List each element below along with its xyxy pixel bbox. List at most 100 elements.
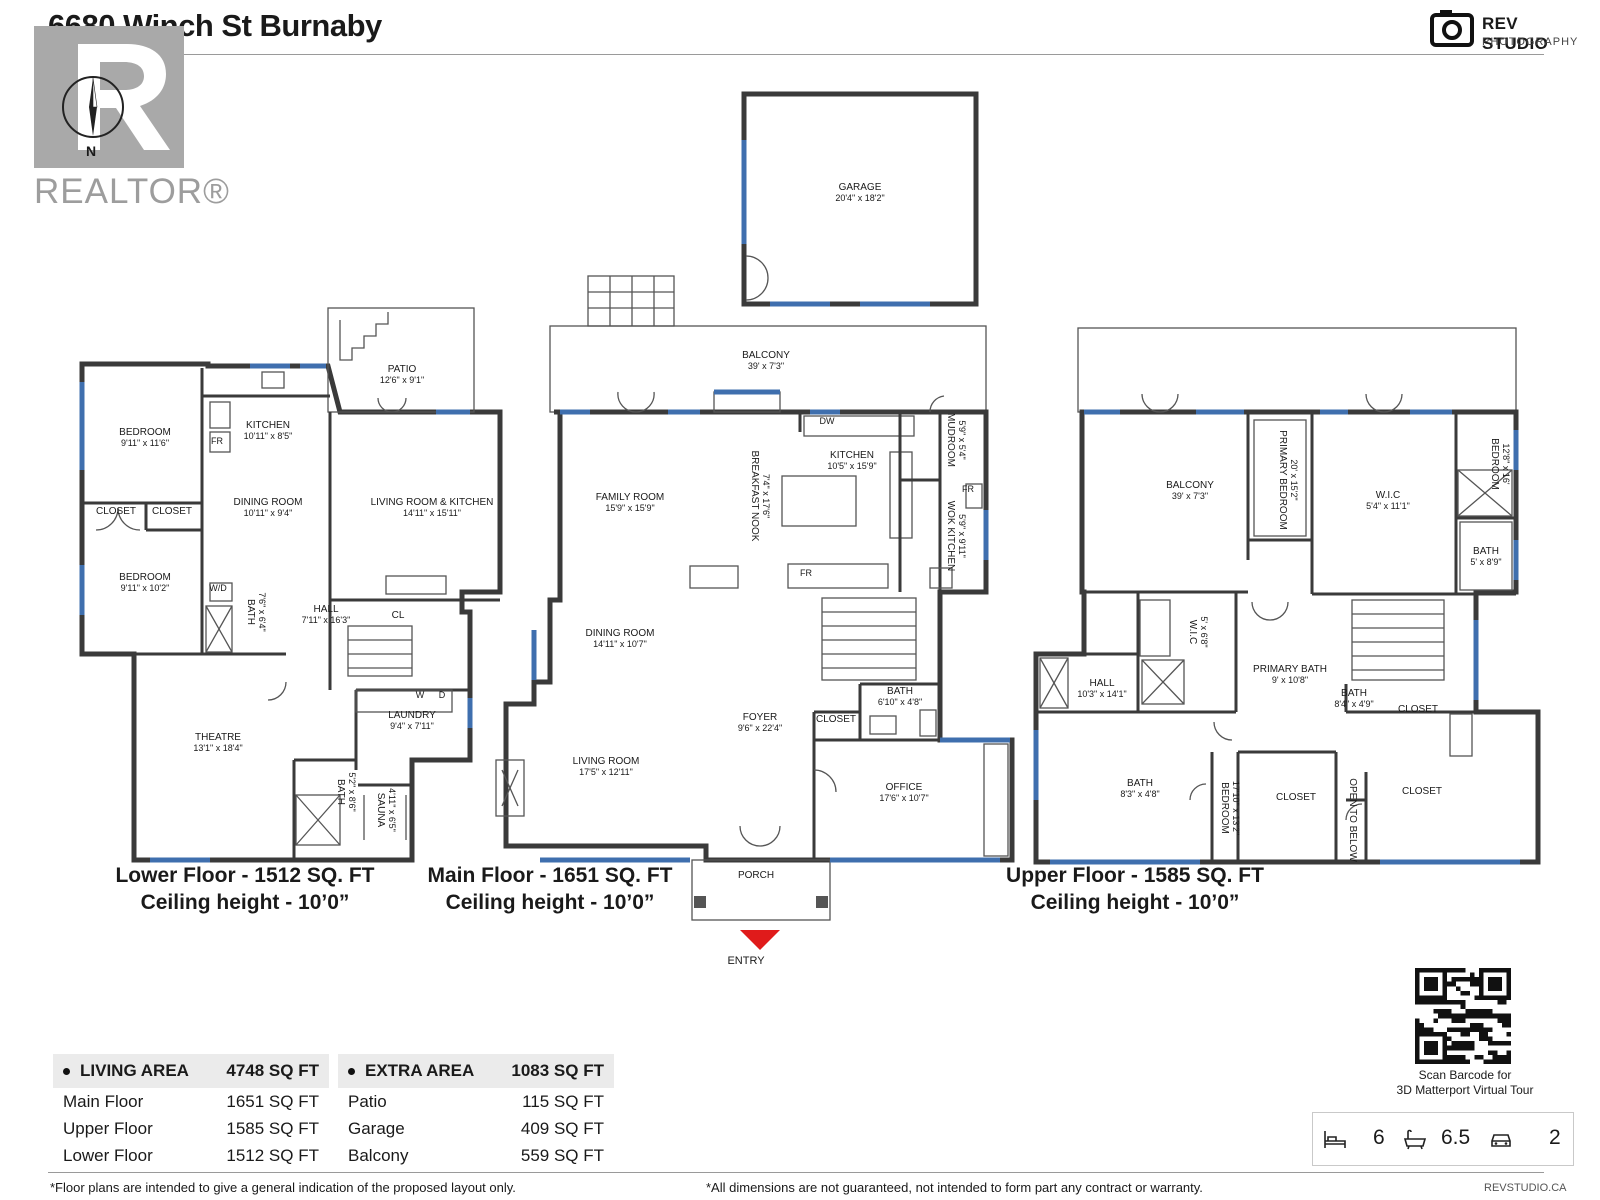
row-label: Patio	[348, 1091, 387, 1111]
room-name: LIVING ROOM & KITCHEN	[371, 497, 494, 508]
room-dimensions: 5' x 6'8"	[1199, 616, 1209, 647]
upper-floor-ceiling: Ceiling height - 10’0”	[1030, 891, 1240, 914]
room-name: OPEN TO BELOW	[1347, 778, 1358, 862]
room-name: W.I.C	[1376, 490, 1400, 501]
row-label: Balcony	[348, 1145, 409, 1165]
room-dimensions: 10'11" x 9'4"	[244, 508, 293, 518]
room-dimensions: 9'11" x 11'6"	[121, 438, 169, 448]
compass-icon	[62, 76, 124, 138]
website-link[interactable]: REVSTUDIO.CA	[1484, 1182, 1567, 1194]
qr-caption-line2: 3D Matterport Virtual Tour	[1396, 1083, 1534, 1097]
room-name: FOYER	[743, 712, 777, 723]
room-dimensions: 20'4" x 18'2"	[835, 193, 884, 203]
room-name: CLOSET	[152, 506, 192, 517]
room-name: SAUNA	[375, 793, 386, 828]
room-name: LAUNDRY	[388, 710, 436, 721]
room-name: PRIMARY BATH	[1253, 664, 1327, 675]
room-dimensions: 39' x 7'3"	[748, 361, 784, 371]
room-name: CLOSET	[1398, 704, 1438, 715]
room-name: CLOSET	[1402, 786, 1442, 797]
room-name: KITCHEN	[246, 420, 290, 431]
room-dimensions: 15'9" x 15'9"	[605, 503, 654, 513]
room-dimensions: 14'11" x 15'11"	[403, 508, 461, 518]
table-row: Upper Floor 1585 SQ FT	[53, 1115, 329, 1142]
row-label: Upper Floor	[63, 1118, 153, 1138]
bathrooms-count: 6.5	[1441, 1126, 1471, 1149]
room-dimensions: 10'5" x 15'9"	[827, 461, 876, 471]
room-name: MUDROOM	[945, 413, 956, 467]
room-name: CLOSET	[96, 506, 136, 517]
room-name: HALL	[1089, 678, 1114, 689]
room-name: PRIMARY BEDROOM	[1277, 430, 1288, 530]
room-name: W.I.C	[1187, 620, 1198, 644]
room-name: BATH	[1473, 546, 1499, 557]
property-specs: 6 6.5 2	[1312, 1112, 1574, 1166]
room-dimensions: 20' x 15'2"	[1289, 459, 1299, 500]
row-value: 409 SQ FT	[520, 1118, 604, 1138]
room-dimensions: 5' x 8'9"	[1470, 557, 1501, 567]
fixture-label: FR	[962, 484, 974, 494]
brand-subtitle: PHOTOGRAPHY	[1482, 36, 1579, 48]
room-dimensions: 12'6" x 9'1"	[380, 375, 424, 385]
extra-area-header: EXTRA AREA 1083 SQ FT	[338, 1054, 614, 1088]
room-name: HALL	[313, 604, 338, 615]
room-dimensions: 13'1" x 18'4"	[193, 743, 242, 753]
fixture-label: D	[439, 690, 446, 700]
room-name: KITCHEN	[830, 450, 874, 461]
qr-code[interactable]	[1415, 968, 1511, 1064]
realtor-text: REALTOR®	[34, 172, 230, 211]
entry-marker	[740, 930, 780, 950]
fixture-label: FR	[800, 568, 812, 578]
room-dimensions: 4'11" x 6'5"	[387, 788, 397, 832]
car-icon	[1491, 1134, 1511, 1147]
room-dimensions: 7'6" x 6'4"	[257, 592, 267, 631]
room-dimensions: 14'11" x 10'7"	[593, 639, 647, 649]
main-floor-plan	[495, 91, 1015, 950]
room-dimensions: 39' x 7'3"	[1172, 491, 1208, 501]
parking-count: 2	[1549, 1126, 1561, 1149]
room-name: BATH	[245, 599, 256, 625]
disclaimer-left: *Floor plans are intended to give a gene…	[50, 1180, 516, 1195]
room-name: CLOSET	[1276, 792, 1316, 803]
room-name: PATIO	[388, 364, 417, 375]
row-value: 1585 SQ FT	[226, 1118, 319, 1138]
room-dimensions: 7'4" x 17'6"	[761, 474, 771, 518]
row-label: Garage	[348, 1118, 405, 1138]
room-name: BATH	[1127, 778, 1153, 789]
fixture-label: W/D	[209, 583, 227, 593]
room-dimensions: 17'10" x 13'2"	[1231, 781, 1241, 835]
room-name: DINING ROOM	[234, 497, 303, 508]
room-name: BEDROOM	[119, 427, 171, 438]
lower-floor-ceiling: Ceiling height - 10’0”	[140, 891, 350, 914]
table-row: Garage 409 SQ FT	[338, 1115, 614, 1142]
room-dimensions: 5'9" x 9'11"	[957, 514, 967, 558]
room-dimensions: 9'11" x 10'2"	[121, 583, 170, 593]
qr-caption: Scan Barcode for 3D Matterport Virtual T…	[1370, 1068, 1560, 1098]
living-area-header: LIVING AREA 4748 SQ FT	[53, 1054, 329, 1088]
realtor-logo: REALTOR®	[26, 22, 229, 222]
room-dimensions: 12'8" x 16'	[1501, 443, 1511, 484]
room-dimensions: 10'11" x 8'5"	[244, 431, 293, 441]
room-name: BREAKFAST NOOK	[749, 451, 760, 542]
qr-caption-line1: Scan Barcode for	[1418, 1068, 1512, 1082]
bullet-icon	[63, 1068, 70, 1076]
lower-floor-area: Lower Floor - 1512 SQ. FT	[115, 864, 375, 887]
fixture-label: FR	[211, 436, 223, 446]
fixture-label: DW	[820, 416, 835, 426]
bullet-icon	[348, 1068, 355, 1076]
main-floor-caption: Main Floor - 1651 SQ. FT Ceiling height …	[390, 862, 710, 916]
living-area-total: 4748 SQ FT	[226, 1061, 319, 1080]
room-name: DINING ROOM	[586, 628, 655, 639]
row-value: 1651 SQ FT	[226, 1091, 319, 1111]
room-dimensions: 5'4" x 11'1"	[1366, 501, 1410, 511]
room-dimensions: 8'3" x 4'8"	[1120, 789, 1159, 799]
fixture-label: W	[416, 690, 425, 700]
room-dimensions: 17'5" x 12'11"	[579, 767, 633, 777]
